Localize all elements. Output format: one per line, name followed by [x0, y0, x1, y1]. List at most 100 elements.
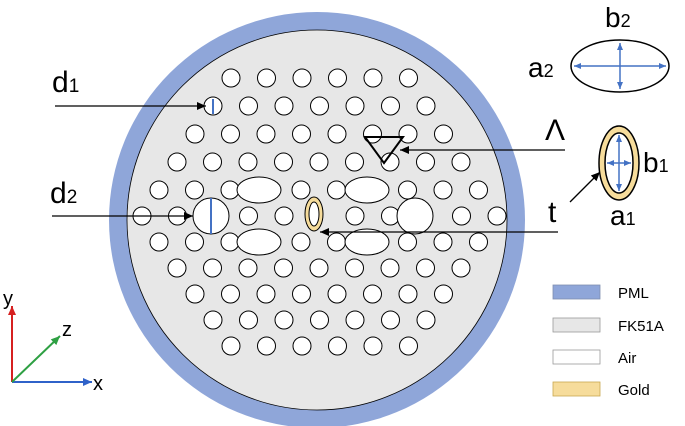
- air-hole: [274, 258, 293, 278]
- air-hole: [220, 232, 240, 252]
- legend-swatch-pml: [552, 284, 601, 300]
- air-hole: [345, 310, 365, 330]
- label-d1: d1: [52, 66, 79, 99]
- air-hole: [220, 180, 240, 200]
- air-hole: [221, 68, 241, 88]
- air-hole: [327, 284, 347, 304]
- air-hole: [167, 258, 187, 278]
- air-hole: [381, 96, 400, 116]
- legend-swatch-fk51a: [552, 317, 601, 333]
- label-t: t: [548, 196, 557, 229]
- air-hole: [291, 180, 311, 200]
- air-hole: [292, 336, 312, 356]
- axis-z-label: z: [62, 319, 72, 341]
- axis-y-label: y: [3, 288, 13, 310]
- air-hole: [149, 180, 169, 200]
- air-hole: [434, 124, 453, 144]
- air-hole: [327, 232, 346, 252]
- air-hole: [167, 152, 187, 172]
- air-hole: [469, 232, 488, 252]
- pitch-triangle: [363, 136, 405, 165]
- axis-x-label: x: [93, 373, 103, 395]
- air-hole: [363, 124, 382, 144]
- air-hole: [469, 180, 488, 200]
- air-hole: [256, 284, 276, 304]
- air-hole: [221, 124, 240, 144]
- air-hole: [238, 152, 258, 172]
- air-hole: [398, 180, 417, 200]
- air-hole: [292, 124, 311, 144]
- air-hole: [239, 206, 258, 226]
- air-hole: [380, 258, 400, 278]
- air-hole: [292, 68, 312, 88]
- label-b2: b2: [605, 2, 631, 33]
- air-hole: [345, 258, 364, 278]
- air-hole: [433, 180, 453, 200]
- ellipse-hole-upper-right: [344, 176, 390, 204]
- air-hole: [185, 232, 204, 252]
- label-a2: a2: [528, 52, 554, 83]
- air-hole: [274, 96, 294, 116]
- air-hole: [363, 284, 382, 304]
- air-hole: [345, 96, 365, 116]
- legend-label-air: Air: [618, 350, 636, 367]
- air-hole: [398, 284, 418, 304]
- air-hole: [310, 310, 329, 330]
- air-hole: [221, 336, 241, 356]
- air-hole: [399, 336, 418, 356]
- air-hole: [398, 232, 417, 252]
- air-hole: [149, 232, 169, 252]
- air-hole: [433, 232, 453, 252]
- legend-label-gold: Gold: [618, 382, 650, 399]
- air-hole: [238, 258, 258, 278]
- air-hole: [256, 124, 276, 144]
- air-hole: [363, 336, 383, 356]
- air-hole: [398, 124, 418, 144]
- air-hole: [399, 68, 418, 88]
- air-hole: [257, 68, 276, 88]
- air-hole: [239, 310, 258, 330]
- ellipse-hole-upper-left: [236, 176, 282, 204]
- air-hole: [221, 284, 240, 304]
- air-hole: [203, 152, 222, 172]
- air-hole: [257, 336, 276, 356]
- air-hole: [185, 180, 204, 200]
- air-hole: [185, 284, 205, 304]
- air-hole: [452, 206, 471, 226]
- air-hole: [185, 124, 205, 144]
- air-hole: [327, 124, 347, 144]
- air-hole: [487, 206, 507, 226]
- air-hole: [239, 96, 258, 116]
- air-hole: [451, 152, 471, 172]
- ellipse-hole-lower-left: [236, 228, 282, 256]
- air-hole: [416, 258, 435, 278]
- air-hole: [292, 284, 311, 304]
- air-hole: [274, 206, 294, 226]
- air-hole: [309, 152, 329, 172]
- axis-z-arrow: [11, 335, 61, 383]
- air-hole: [363, 68, 383, 88]
- air-hole: [309, 258, 329, 278]
- legend-swatch-air: [552, 349, 601, 365]
- legend-swatch-gold: [552, 381, 601, 397]
- air-hole: [434, 284, 453, 304]
- air-hole: [310, 96, 329, 116]
- ellipse-hole-lower-right: [344, 228, 390, 256]
- air-hole: [416, 310, 436, 330]
- legend-label-fk51a: FK51A: [618, 318, 664, 335]
- legend-label-pml: PML: [618, 285, 649, 302]
- air-hole: [380, 152, 400, 172]
- air-hole: [328, 336, 347, 356]
- label-a1: a1: [610, 200, 636, 231]
- air-hole: [328, 68, 347, 88]
- large-hole-right: [396, 197, 434, 235]
- label-lambda: Λ: [545, 114, 565, 147]
- legend: PML FK51A Air Gold: [552, 284, 664, 399]
- label-b1: b1: [643, 147, 669, 178]
- air-hole: [381, 310, 400, 330]
- gold-channel-inner: [308, 201, 320, 227]
- air-hole: [274, 310, 294, 330]
- air-hole: [274, 152, 293, 172]
- air-hole: [416, 96, 436, 116]
